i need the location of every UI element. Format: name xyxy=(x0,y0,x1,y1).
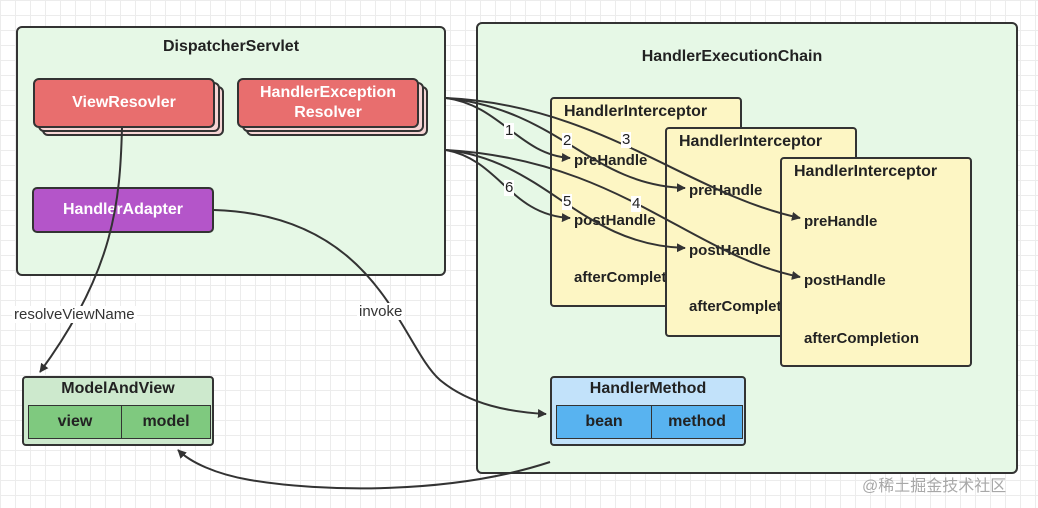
interceptor-2-posthandle: postHandle xyxy=(689,242,771,259)
exception-resolver-label-line1: HandlerException xyxy=(259,84,397,101)
handler-method-box: HandlerMethod bean method xyxy=(550,376,746,446)
handler-method-title: HandlerMethod xyxy=(589,380,707,397)
interceptor-1-prehandle: preHandle xyxy=(574,152,648,169)
model-and-view-model-cell: model xyxy=(121,405,211,439)
interceptor-2-prehandle: preHandle xyxy=(689,182,763,199)
step-label-3: 3 xyxy=(621,131,632,148)
step-label-4: 4 xyxy=(631,195,642,212)
arrow-return-model-and-view xyxy=(177,449,551,490)
exception-resolver-label-line2: Resolver xyxy=(294,104,362,121)
exception-resolver-box: HandlerException Resolver xyxy=(237,78,419,128)
view-resolver-box: ViewResovler xyxy=(33,78,215,128)
step-label-5: 5 xyxy=(562,193,573,210)
handler-method-bean-cell: bean xyxy=(556,405,652,439)
resolve-view-name-label: resolveViewName xyxy=(12,306,137,323)
step-label-2: 2 xyxy=(562,132,573,149)
model-cell-label: model xyxy=(142,413,190,430)
interceptor-3-prehandle: preHandle xyxy=(804,213,878,230)
handler-execution-chain-title: HandlerExecutionChain xyxy=(641,48,823,65)
interceptor-1-posthandle: postHandle xyxy=(574,212,656,229)
interceptor-3-aftercompletion: afterCompletion xyxy=(804,330,920,347)
step-label-1: 1 xyxy=(504,122,515,139)
handler-adapter-box: HandlerAdapter xyxy=(32,187,214,233)
arrow-invoke xyxy=(213,209,547,419)
dispatcher-servlet-container: DispatcherServlet xyxy=(16,26,446,276)
method-cell-label: method xyxy=(668,413,726,430)
handler-method-method-cell: method xyxy=(651,405,743,439)
model-and-view-box: ModelAndView view model xyxy=(22,376,214,446)
watermark-text: @稀土掘金技术社区 xyxy=(862,478,1007,495)
interceptor-3-posthandle: postHandle xyxy=(804,272,886,289)
handler-interceptor-3: HandlerInterceptor preHandle postHandle … xyxy=(780,157,972,367)
arrow-step-3 xyxy=(445,97,801,221)
step-label-6: 6 xyxy=(504,179,515,196)
view-cell-label: view xyxy=(57,413,93,430)
arrow-step-4 xyxy=(445,149,801,280)
bean-cell-label: bean xyxy=(585,413,623,430)
handler-adapter-label: HandlerAdapter xyxy=(62,201,184,218)
view-resolver-label: ViewResovler xyxy=(72,94,176,111)
interceptor-3-title: HandlerInterceptor xyxy=(794,163,938,180)
interceptor-2-title: HandlerInterceptor xyxy=(679,133,823,150)
dispatcher-servlet-title: DispatcherServlet xyxy=(162,38,300,55)
model-and-view-view-cell: view xyxy=(28,405,122,439)
interceptor-1-aftercompletion: afterCompletion xyxy=(574,269,690,286)
invoke-label: invoke xyxy=(357,303,405,320)
arrow-step-2 xyxy=(445,97,686,193)
interceptor-2-aftercompletion: afterCompletion xyxy=(689,298,805,315)
model-and-view-title: ModelAndView xyxy=(61,380,175,397)
arrow-resolve-view-name xyxy=(39,127,123,373)
interceptor-1-title: HandlerInterceptor xyxy=(564,103,708,120)
